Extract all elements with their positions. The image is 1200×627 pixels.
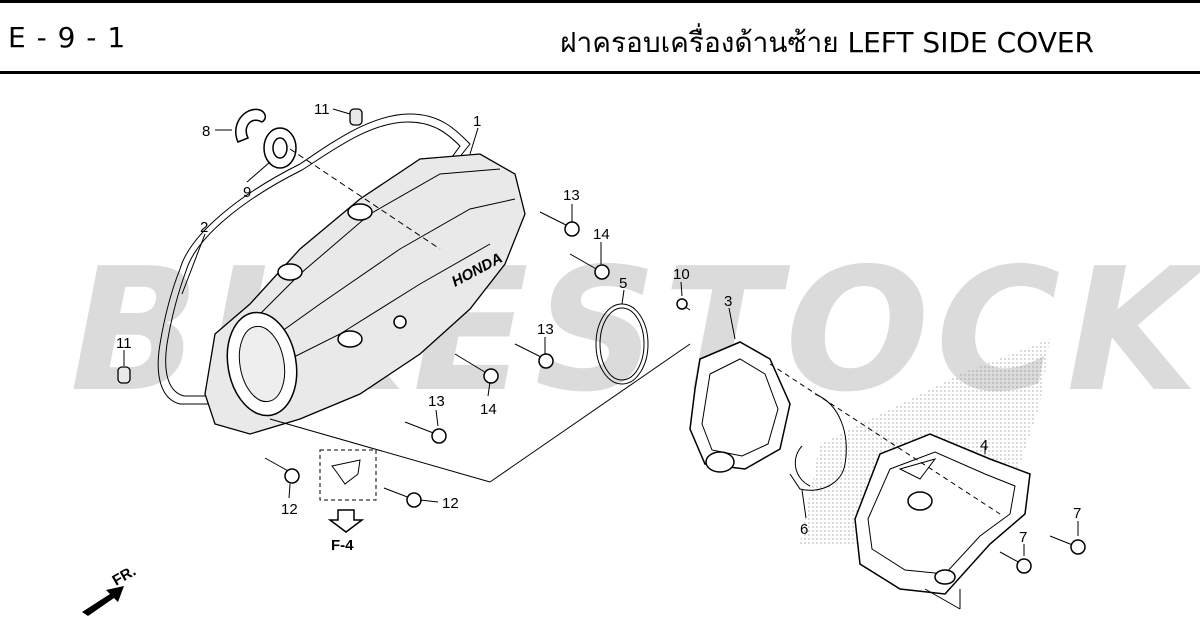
part-dowel-pin-left bbox=[117, 366, 131, 384]
part-dowel-pin-top bbox=[349, 108, 363, 126]
reference-arrow bbox=[327, 509, 365, 533]
callout-9: 9 bbox=[243, 184, 251, 201]
part-circlip bbox=[235, 108, 267, 143]
callout-13c: 13 bbox=[428, 393, 445, 410]
callout-3: 3 bbox=[724, 293, 732, 310]
callout-11b: 11 bbox=[116, 335, 132, 352]
callout-8: 8 bbox=[202, 123, 210, 140]
callout-11a: 11 bbox=[314, 101, 330, 118]
callout-5: 5 bbox=[619, 275, 627, 292]
part-screw-b bbox=[1016, 558, 1032, 574]
diagram-title: ฝาครอบเครื่องด้านซ้าย LEFT SIDE COVER bbox=[560, 26, 1094, 59]
callout-12a: 12 bbox=[281, 501, 298, 518]
callout-14b: 14 bbox=[480, 401, 497, 418]
callout-4: 4 bbox=[980, 437, 988, 454]
callout-12b: 12 bbox=[442, 495, 459, 512]
callout-6: 6 bbox=[800, 521, 808, 538]
callout-7b: 7 bbox=[1019, 529, 1027, 546]
exploded-parts-diagram: HONDA bbox=[82, 101, 1086, 616]
part-o-ring bbox=[595, 303, 649, 385]
sub-reference-label: F-4 bbox=[331, 537, 354, 554]
callout-2: 2 bbox=[200, 219, 208, 236]
callout-14a: 14 bbox=[593, 226, 610, 243]
callout-7a: 7 bbox=[1073, 505, 1081, 522]
callout-1: 1 bbox=[473, 113, 481, 130]
callout-13b: 13 bbox=[537, 321, 554, 338]
diagram-code: E - 9 - 1 bbox=[8, 21, 127, 54]
callout-13a: 13 bbox=[563, 187, 580, 204]
callout-10: 10 bbox=[673, 266, 690, 283]
part-screw-a bbox=[1070, 539, 1086, 555]
bracket-reference-box bbox=[319, 449, 377, 501]
front-direction-indicator: FR. bbox=[82, 563, 139, 616]
part-wire-clip bbox=[789, 393, 847, 491]
direction-label: FR. bbox=[110, 563, 139, 590]
leader-lines bbox=[123, 108, 1079, 610]
part-gasket bbox=[157, 113, 471, 405]
page-header: E - 9 - 1 ฝาครอบเครื่องด้านซ้าย LEFT SID… bbox=[0, 0, 1200, 74]
